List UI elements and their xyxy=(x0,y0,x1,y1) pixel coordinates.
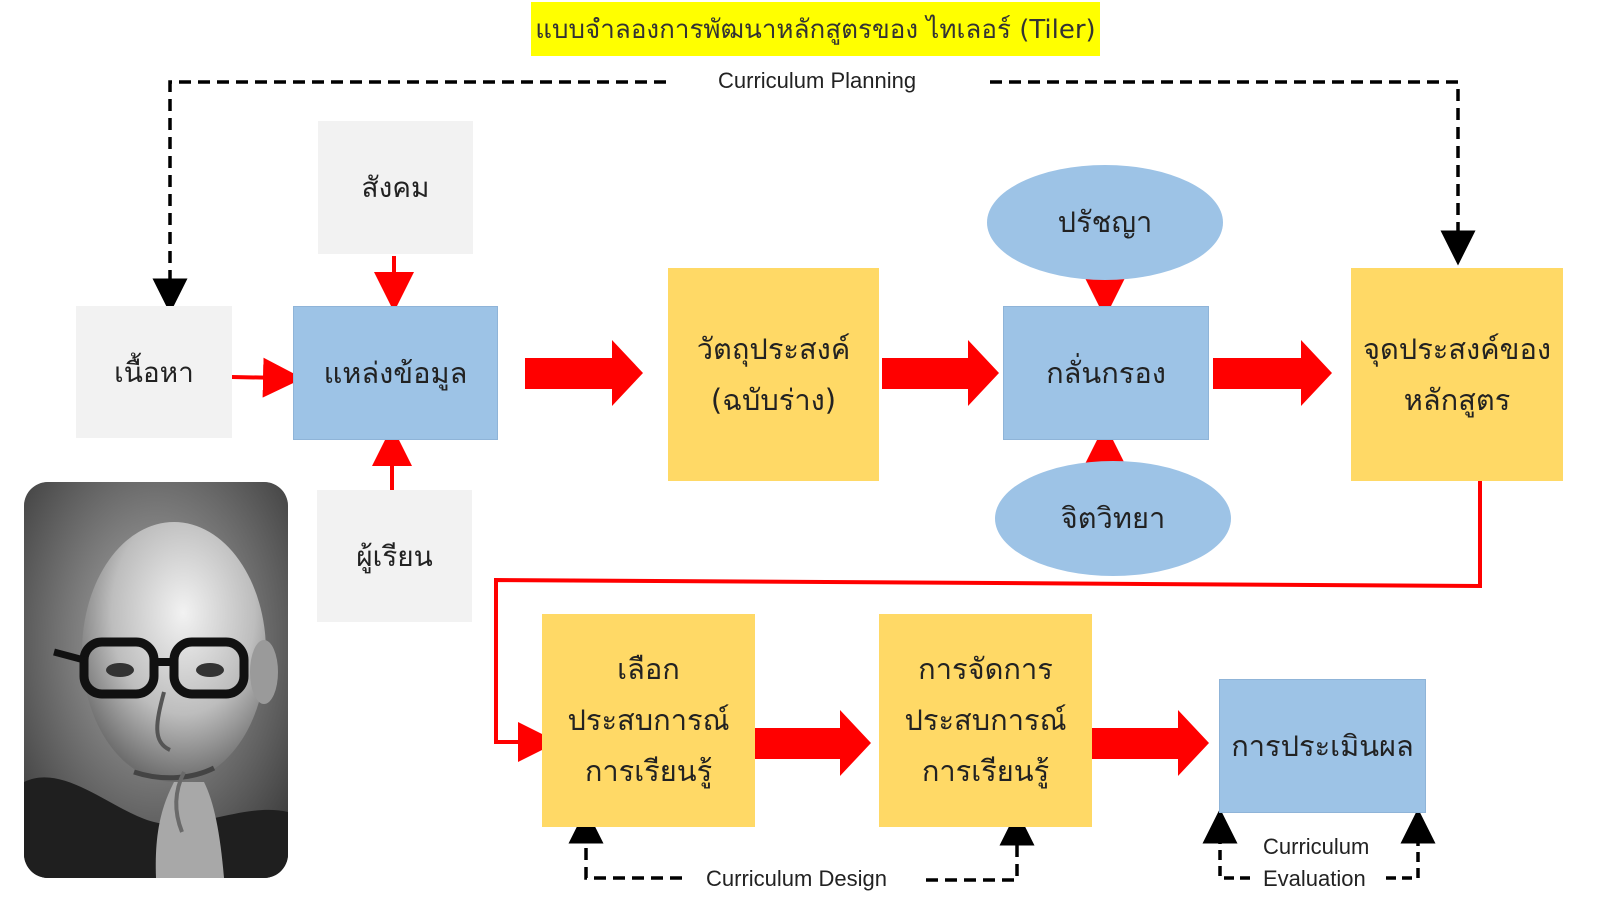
data-sources-box: แหล่งข้อมูล xyxy=(293,306,498,440)
curriculum-goals-box: จุดประสงค์ของ หลักสูตร xyxy=(1351,268,1563,481)
psychology-ellipse: จิตวิทยา xyxy=(995,461,1231,576)
select-learning-experiences-box: เลือก ประสบการณ์ การเรียนรู้ xyxy=(542,614,755,827)
data-sources-label: แหล่งข้อมูล xyxy=(323,355,468,390)
content-to-sources-arrow xyxy=(231,357,303,398)
organize-line1: การจัดการ xyxy=(918,652,1053,687)
learner-box: ผู้เรียน xyxy=(317,490,472,622)
content-box: เนื้อหา xyxy=(76,306,232,438)
planning-dashed-left xyxy=(152,80,666,314)
organize-line2: ประสบการณ์ xyxy=(904,703,1067,738)
select-line1: เลือก xyxy=(617,652,680,687)
evaluation-dashed-right xyxy=(1386,808,1436,880)
planning-dashed-right xyxy=(990,80,1476,266)
philosophy-ellipse: ปรัชญา xyxy=(987,165,1223,280)
curriculum-goals-line1: จุดประสงค์ของ xyxy=(1362,331,1552,366)
content-label: เนื้อหา xyxy=(114,355,194,389)
curriculum-evaluation-label-line2: Evaluation xyxy=(1263,866,1366,891)
goals-to-select-connector xyxy=(494,480,1482,762)
screening-label: กลั่นกรอง xyxy=(1046,355,1166,390)
draft-objectives-line1: วัตถุประสงค์ xyxy=(696,331,851,366)
draft-objectives-line2: (ฉบับร่าง) xyxy=(710,382,837,417)
psychology-label: จิตวิทยา xyxy=(1060,501,1166,536)
block-arrow-organize-to-evaluation xyxy=(1092,710,1209,776)
organize-line3: การเรียนรู้ xyxy=(921,753,1050,788)
curriculum-planning-label: Curriculum Planning xyxy=(718,68,917,93)
evaluation-box: การประเมินผล xyxy=(1219,679,1426,813)
diagram-title: แบบจำลองการพัฒนาหลักสูตรของ ไทเลอร์ (Til… xyxy=(531,2,1100,56)
draft-objectives-box: วัตถุประสงค์ (ฉบับร่าง) xyxy=(668,268,879,481)
evaluation-dashed-left xyxy=(1202,808,1250,880)
design-dashed-right xyxy=(926,810,1035,882)
society-box: สังคม xyxy=(318,121,473,254)
block-arrow-screening-to-goals xyxy=(1213,340,1332,406)
curriculum-design-label: Curriculum Design xyxy=(706,866,887,891)
block-arrow-select-to-organize xyxy=(754,710,871,776)
curriculum-evaluation-label-line1: Curriculum xyxy=(1263,834,1370,859)
select-line2: ประสบการณ์ xyxy=(567,703,730,738)
portrait-illustration xyxy=(24,482,288,878)
block-arrow-sources-to-objectives xyxy=(525,340,643,406)
design-dashed-left xyxy=(568,808,682,880)
portrait-photo xyxy=(24,482,288,878)
philosophy-label: ปรัชญา xyxy=(1057,205,1153,240)
screening-box: กลั่นกรอง xyxy=(1003,306,1209,440)
evaluation-label: การประเมินผล xyxy=(1231,728,1414,763)
block-arrow-objectives-to-screening xyxy=(882,340,999,406)
curriculum-goals-line2: หลักสูตร xyxy=(1403,382,1511,417)
organize-learning-experiences-box: การจัดการ ประสบการณ์ การเรียนรู้ xyxy=(879,614,1092,827)
select-line3: การเรียนรู้ xyxy=(584,753,713,788)
learner-label: ผู้เรียน xyxy=(356,539,433,573)
society-label: สังคม xyxy=(361,171,430,204)
